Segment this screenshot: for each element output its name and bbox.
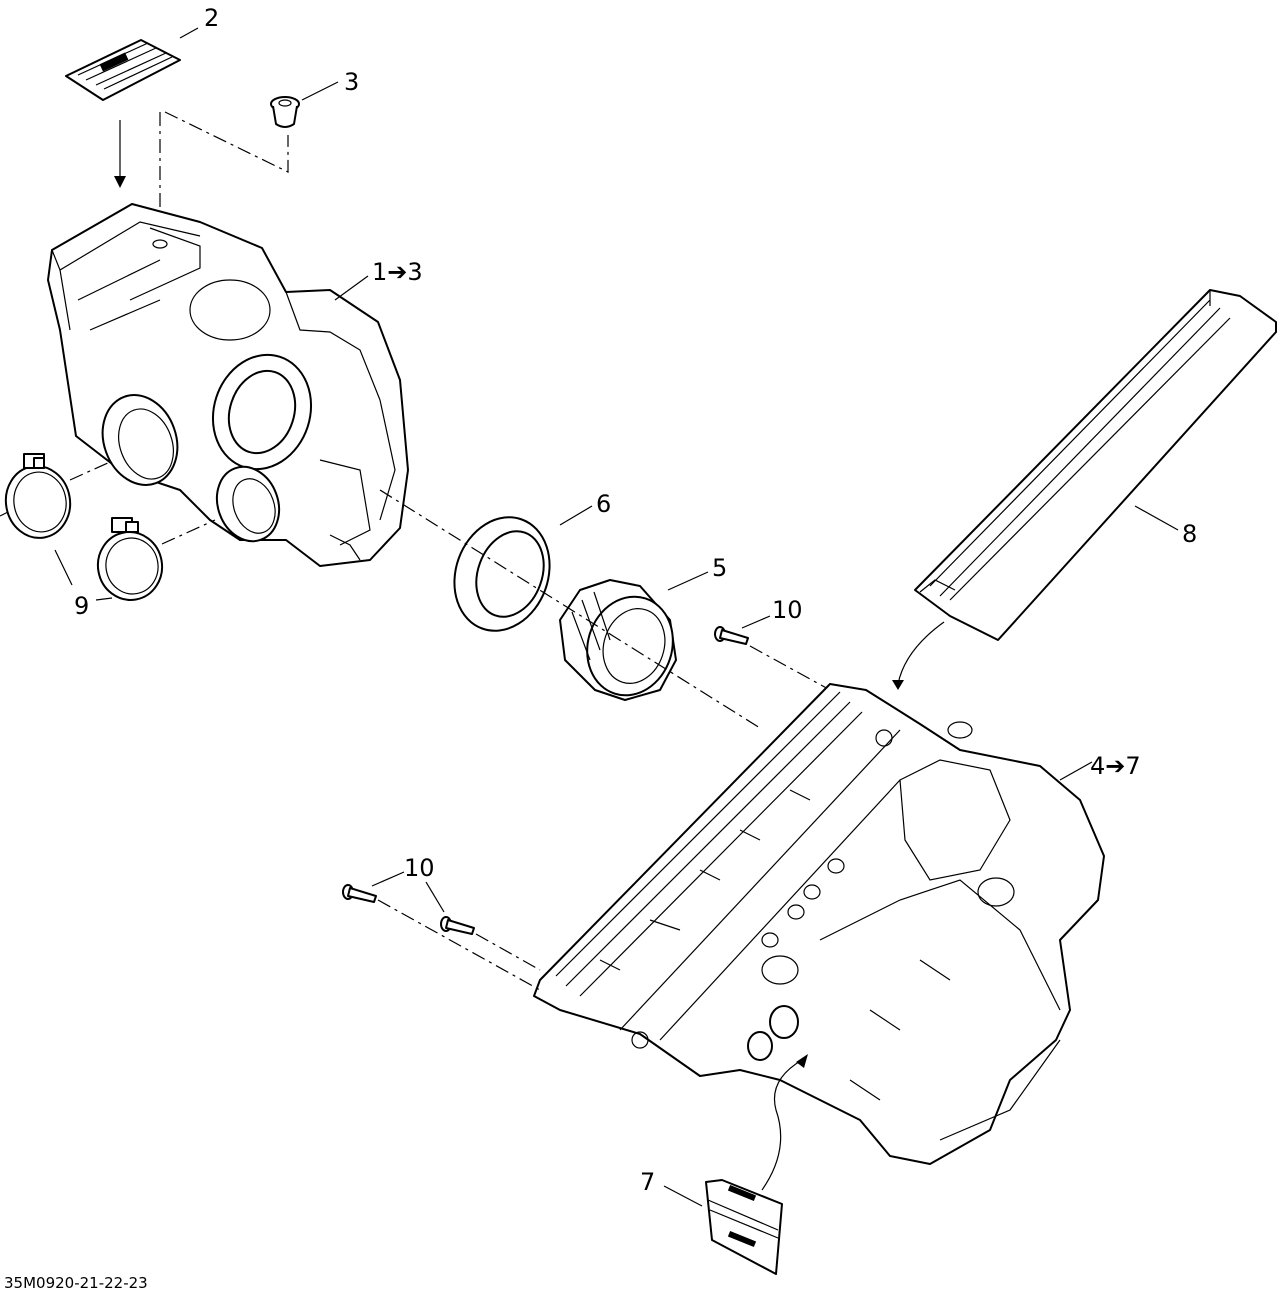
- callout-3-leader: [301, 81, 339, 101]
- assembly-line-10b: [377, 899, 541, 991]
- callout-5: 5: [712, 554, 727, 582]
- reference-code: 35M0920-21-22-23: [4, 1274, 148, 1292]
- part-4-airbox-base: [533, 683, 1105, 1165]
- part-10-screw-lower-a: [342, 884, 377, 903]
- part-7-decal: [705, 1179, 783, 1275]
- callout-5-leader: [667, 571, 709, 591]
- part-9-clamp-right: [96, 517, 164, 601]
- callout-8-leader: [1134, 505, 1179, 531]
- callout-10a-leader: [741, 615, 771, 629]
- part-10-screw-lower-b: [440, 916, 475, 935]
- part-1-airbox: [47, 203, 409, 567]
- assembly-line-9: [0, 461, 216, 545]
- part-9-clamp-left: [4, 453, 72, 539]
- callout-3: 3: [344, 68, 359, 96]
- arrow-head-2: [114, 176, 126, 188]
- callout-4-leader: [1059, 761, 1093, 781]
- callout-2: 2: [204, 4, 219, 32]
- callout-4-to-7: 4➔7: [1090, 752, 1141, 780]
- part-3-grommet: [270, 96, 300, 128]
- assembly-line-main: [379, 489, 761, 729]
- callout-9-leaders: [54, 549, 113, 601]
- callout-10-upper: 10: [772, 596, 803, 624]
- arrow-7-to-base: [761, 1059, 803, 1191]
- part-6-seal: [453, 516, 551, 632]
- callout-10b-leaders: [371, 871, 445, 913]
- arrow-head-7: [796, 1054, 808, 1068]
- callout-8: 8: [1182, 520, 1197, 548]
- part-10-screw-upper: [714, 626, 749, 645]
- arrow-head-8: [892, 680, 904, 690]
- callout-10-lower: 10: [404, 854, 435, 882]
- callout-9: 9: [74, 592, 89, 620]
- callout-6: 6: [596, 490, 611, 518]
- callout-2-leader: [179, 27, 199, 39]
- part-8-cover: [914, 289, 1277, 641]
- callout-6-leader: [559, 505, 593, 526]
- assembly-line-10a: [749, 645, 831, 691]
- callout-1-leader: [334, 275, 369, 301]
- callout-7-leader: [663, 1185, 703, 1207]
- part-5-adapter: [559, 579, 677, 701]
- arrow-8-to-base: [897, 621, 945, 685]
- callout-7: 7: [640, 1168, 655, 1196]
- part-2-decal: [65, 39, 181, 101]
- callout-1-to-3: 1➔3: [372, 258, 423, 286]
